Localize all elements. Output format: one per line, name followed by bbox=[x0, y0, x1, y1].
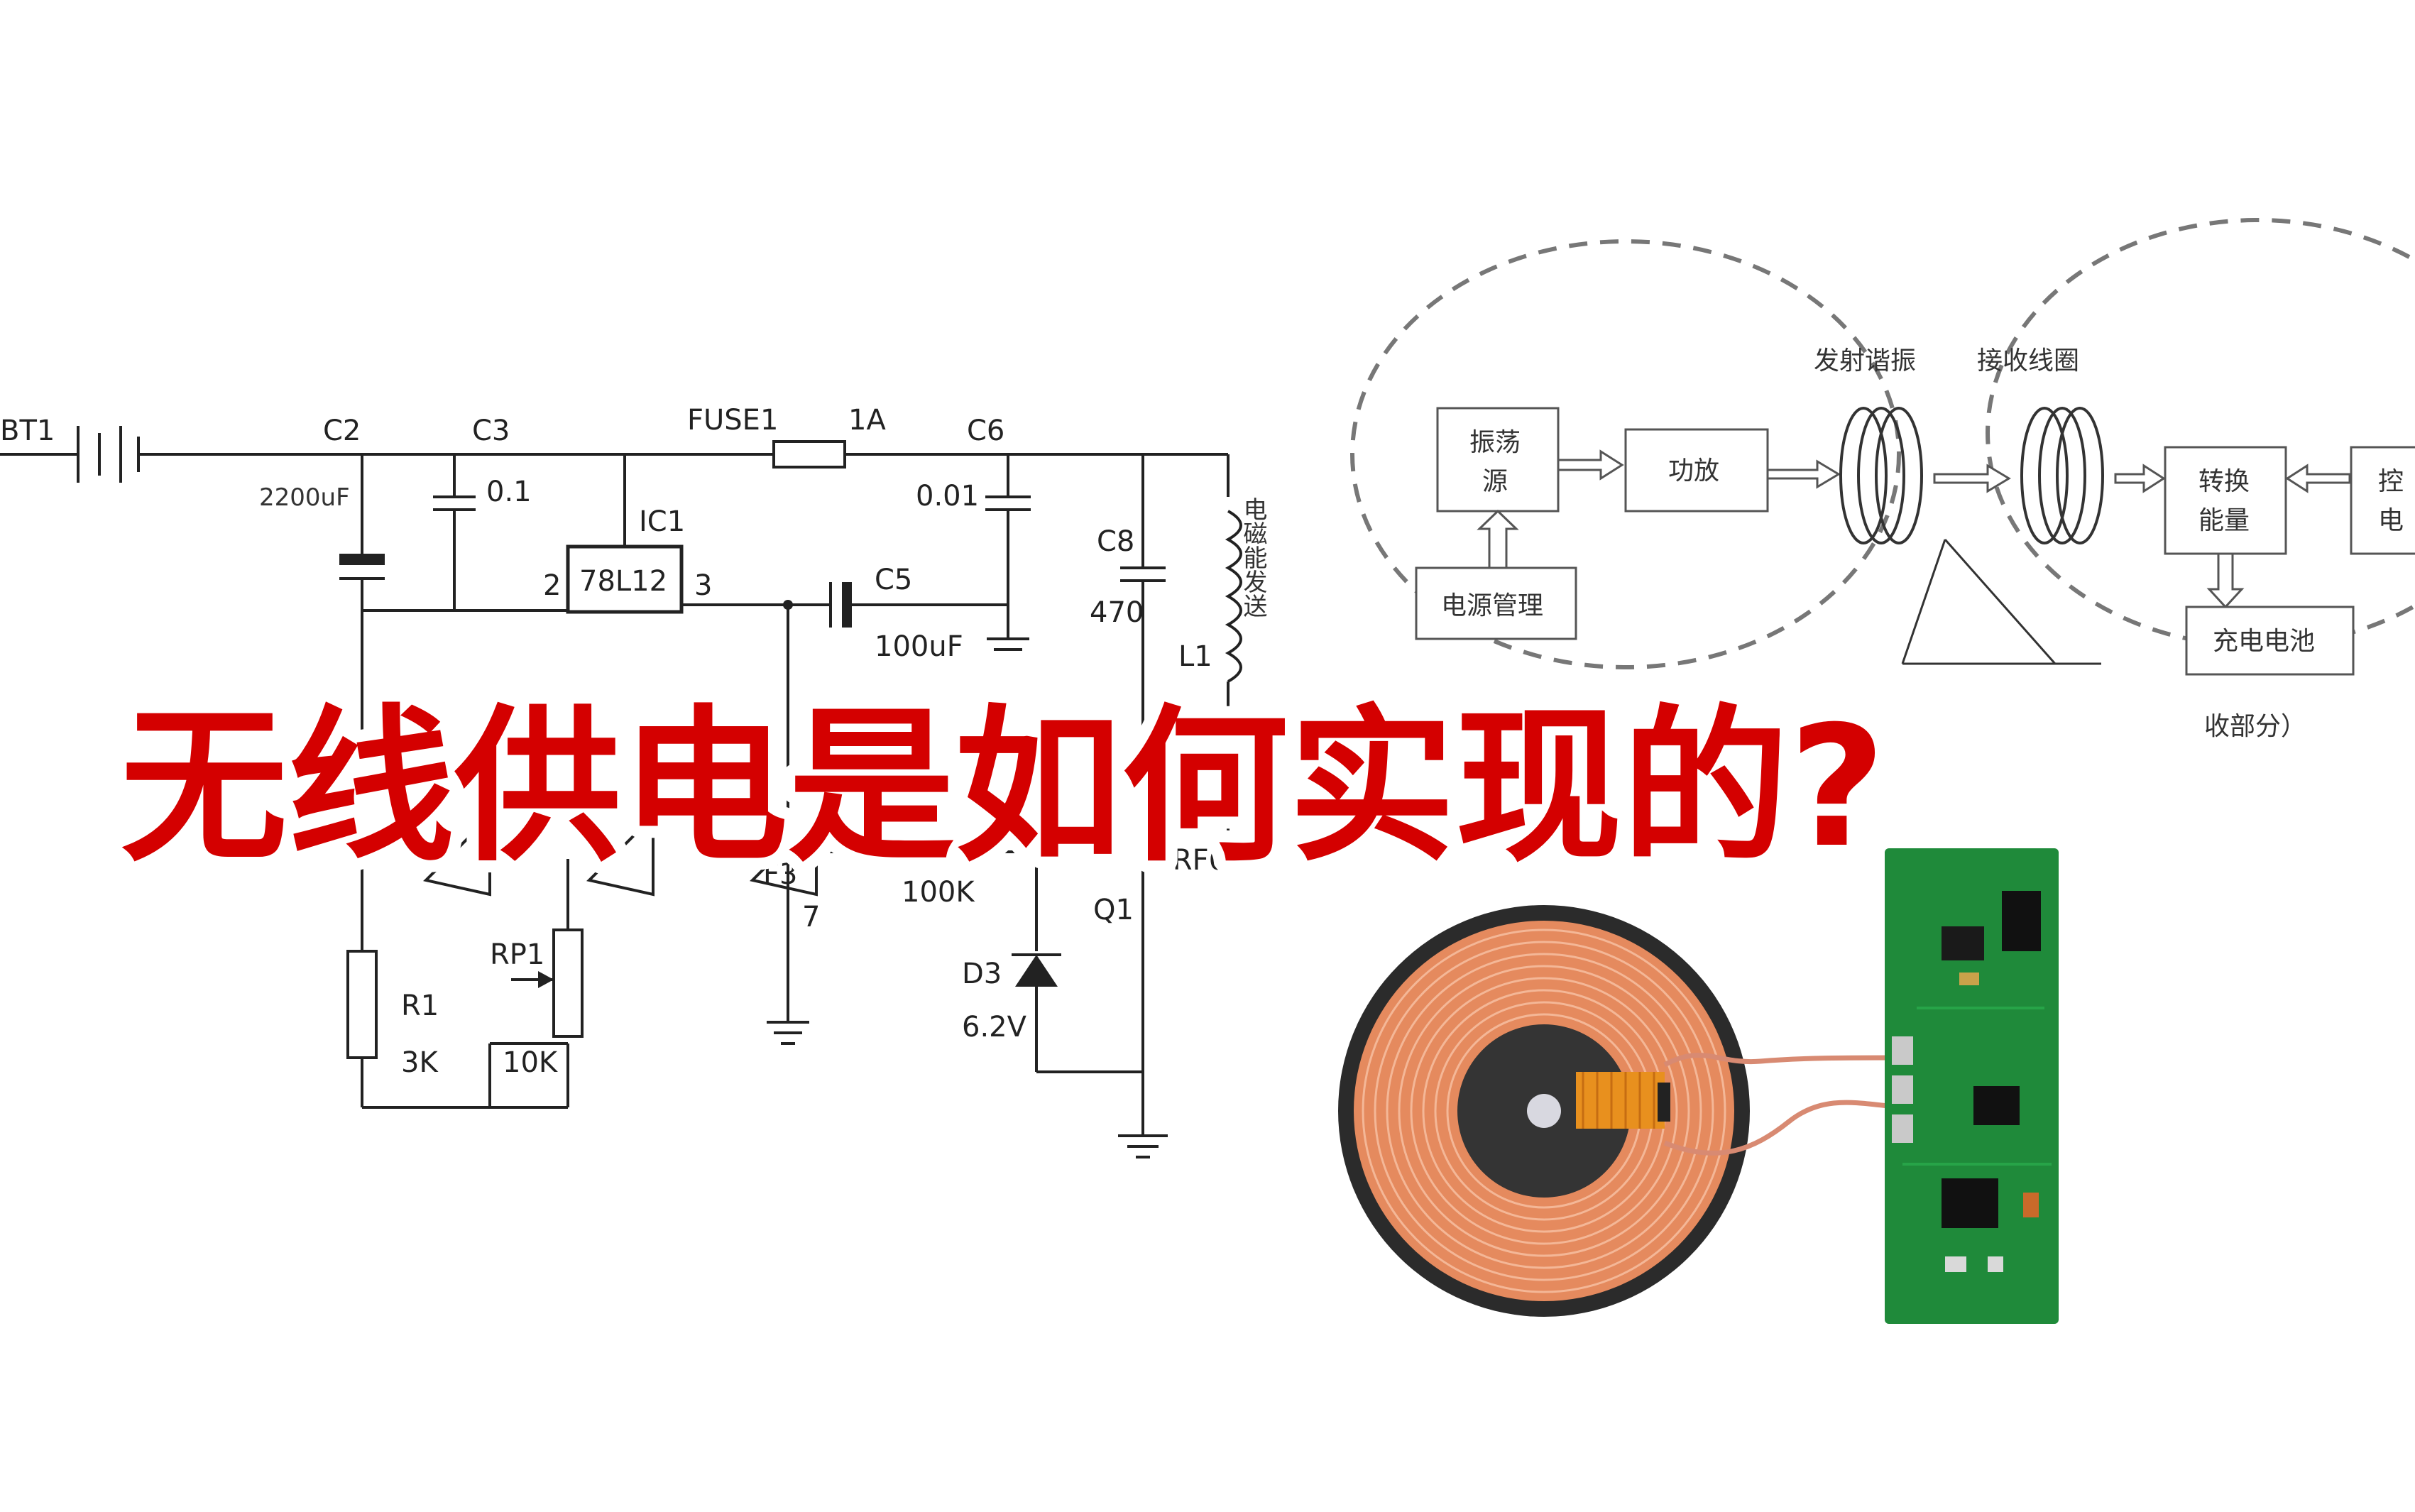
convert-label-2: 能量 bbox=[2198, 506, 2250, 535]
convert-energy-block bbox=[2164, 446, 2287, 555]
arrow-amp-to-coil bbox=[1766, 459, 1841, 489]
label-pin2: 2 bbox=[543, 569, 561, 602]
label-l1: L1 bbox=[1178, 640, 1212, 673]
label-q1: Q1 bbox=[1093, 894, 1134, 926]
arrow-convert-to-battery bbox=[2206, 552, 2245, 609]
label-d3-value: 6.2V bbox=[962, 1011, 1027, 1043]
arrow-coil-to-convert bbox=[2114, 464, 2166, 493]
label-coil-note: 电磁能发送 bbox=[1239, 497, 1267, 618]
label-rp1-value: 10K bbox=[503, 1046, 559, 1079]
power-management-block bbox=[1415, 566, 1577, 640]
label-c6: C6 bbox=[967, 415, 1004, 447]
arrow-power-to-osc bbox=[1477, 509, 1519, 569]
label-c3-value: 0.1 bbox=[486, 476, 532, 508]
receive-coil-icon bbox=[2020, 407, 2104, 544]
amplifier-label: 功放 bbox=[1668, 456, 1719, 486]
schmitt-gate-2 bbox=[586, 813, 655, 897]
control-label-2: 电 bbox=[2378, 506, 2404, 535]
schmitt-gate-3 bbox=[750, 813, 818, 897]
label-c2-value: 2200uF bbox=[259, 483, 350, 512]
label-bt1: BT1 bbox=[0, 415, 55, 447]
label-f3: F3 bbox=[763, 858, 797, 891]
label-c5: C5 bbox=[875, 564, 912, 596]
label-ic1-part: 78L12 bbox=[579, 565, 667, 598]
label-r1: R1 bbox=[401, 990, 439, 1022]
arrow-coil-to-coil bbox=[1933, 464, 2011, 493]
schmitt-gate-1 bbox=[423, 813, 491, 897]
oscillator-label-1: 振荡 bbox=[1469, 428, 1521, 457]
receive-coil-label: 接收线圈 bbox=[1977, 346, 2079, 376]
label-100k: 100K bbox=[902, 876, 975, 909]
battery-label: 充电电池 bbox=[2213, 627, 2315, 656]
arrow-osc-to-amp bbox=[1557, 449, 1624, 481]
page-title: 无线供电是如何实现的? bbox=[121, 691, 1885, 884]
label-q1-part: IRF640 bbox=[1164, 844, 1263, 877]
label-c5-value: 100uF bbox=[875, 630, 963, 663]
label-pin3: 3 bbox=[694, 569, 712, 602]
receiver-pcb-photo bbox=[1885, 848, 2059, 1324]
label-fuse-rating: 1A bbox=[848, 404, 886, 437]
label-d3: D3 bbox=[962, 958, 1002, 990]
kapton-tape bbox=[1576, 1072, 1665, 1129]
label-fuse1: FUSE1 bbox=[687, 404, 778, 437]
label-rp1: RP1 bbox=[490, 938, 544, 971]
receive-section-ellipse bbox=[1986, 218, 2415, 648]
label-c3: C3 bbox=[472, 415, 510, 447]
arrow-control-to-convert bbox=[2285, 464, 2351, 493]
r1-resistor bbox=[346, 950, 378, 1059]
wireless-coil-photo bbox=[1338, 905, 1903, 1317]
label-c2: C2 bbox=[323, 415, 361, 447]
label-c8-value: 470 bbox=[1090, 596, 1144, 629]
control-label-1: 控 bbox=[2378, 467, 2404, 496]
receive-section-label: 收部分） bbox=[2204, 712, 2306, 741]
label-c8: C8 bbox=[1097, 525, 1134, 558]
circuit-schematic: BT1 C2 2200uF C3 0.1 FUSE1 1A C6 0.01 IC… bbox=[0, 404, 1267, 1158]
d3-zener bbox=[1015, 955, 1058, 987]
oscillator-label-2: 源 bbox=[1482, 467, 1508, 496]
battery-block bbox=[2185, 606, 2355, 676]
transmit-section-ellipse bbox=[1350, 239, 1901, 669]
label-pin7: 7 bbox=[802, 901, 820, 933]
fuse-symbol bbox=[772, 440, 846, 469]
power-management-label: 电源管理 bbox=[1441, 591, 1543, 620]
convert-label-1: 转换 bbox=[2198, 467, 2250, 496]
label-ic1: IC1 bbox=[639, 505, 685, 538]
block-diagram: 发射谐振 接收线圈 振荡 源 功放 电源管理 bbox=[1350, 218, 2415, 741]
ic1-regulator bbox=[566, 544, 684, 614]
label-c6-value: 0.01 bbox=[916, 480, 979, 513]
control-block bbox=[2350, 446, 2415, 555]
label-r1-value: 3K bbox=[401, 1046, 439, 1079]
c2-plate bbox=[339, 554, 385, 565]
rp1-potentiometer bbox=[552, 928, 584, 1038]
transmit-coil-label: 发射谐振 bbox=[1814, 346, 1916, 376]
transmit-coil-icon bbox=[1839, 407, 1923, 544]
l1-coil bbox=[1225, 510, 1242, 683]
pcb-board bbox=[1885, 848, 2059, 1324]
